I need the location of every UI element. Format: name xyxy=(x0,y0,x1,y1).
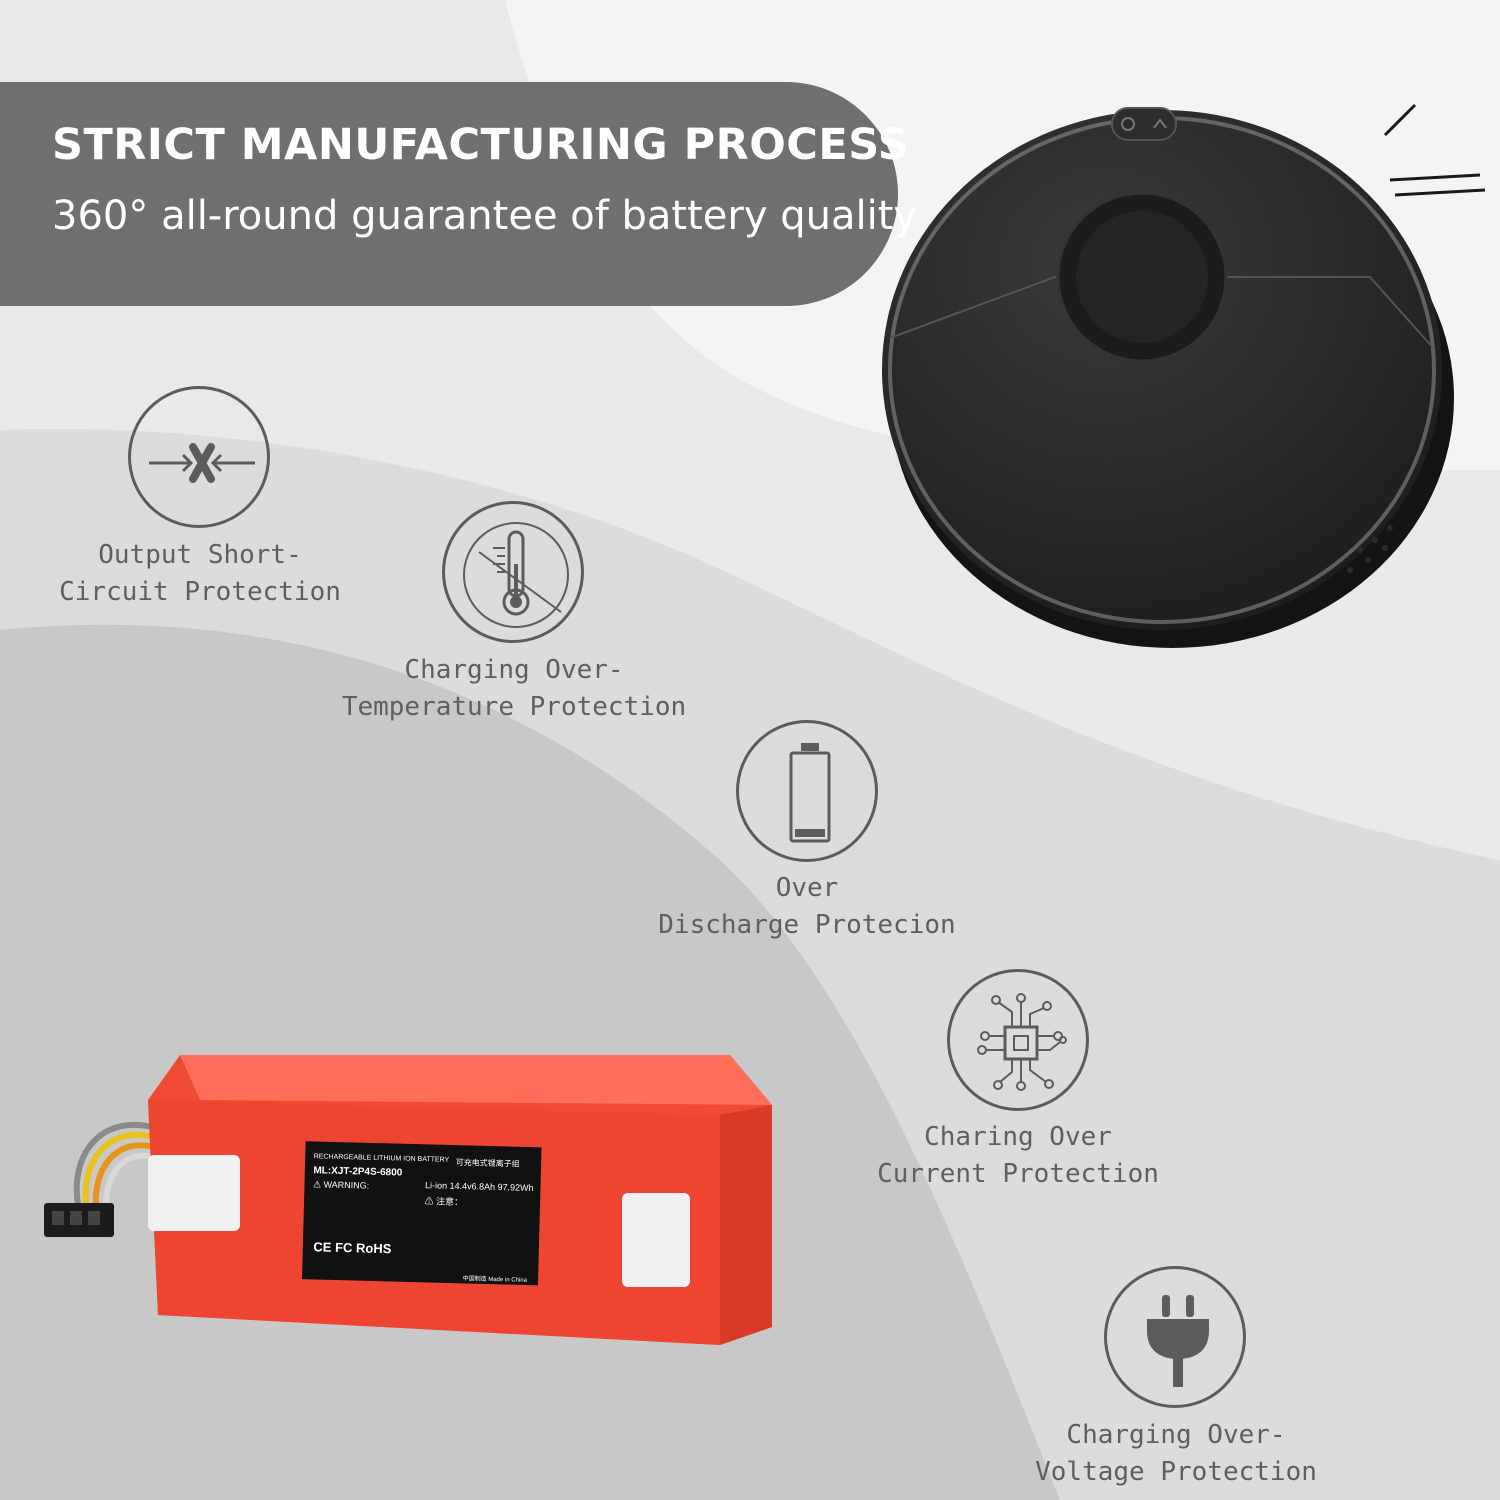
battery-label: RECHARGEABLE LITHIUM ION BATTERY 可充电式锂离子… xyxy=(302,1147,542,1291)
feature-label-line1: Output Short- xyxy=(98,540,302,570)
feature-label: Over Discharge Protecion xyxy=(607,870,1007,944)
feature-label-line1: Charging Over- xyxy=(404,655,624,685)
banner-title: STRICT MANUFACTURING PROCESS xyxy=(52,120,910,170)
battery-label-header-left: RECHARGEABLE LITHIUM ION BATTERY xyxy=(313,1153,450,1164)
battery-label-model: ML:XJT-2P4S-6800 xyxy=(313,1165,403,1179)
battery-pack-image xyxy=(44,1055,772,1345)
feature-label: Charging Over- Voltage Protection xyxy=(976,1417,1376,1491)
feature-label-line2: Discharge Protecion xyxy=(658,910,956,940)
feature-label: Charing Over Current Protection xyxy=(818,1119,1218,1193)
feature-label-line1: Charing Over xyxy=(924,1122,1112,1152)
feature-label-line2: Circuit Protection xyxy=(59,577,341,607)
low-battery-icon xyxy=(736,720,878,862)
battery-label-warning: ⚠ WARNING: xyxy=(312,1179,370,1191)
battery-label-made-in: 中国制造 Made in China xyxy=(462,1276,528,1284)
short-circuit-x-icon xyxy=(128,386,270,528)
thermometer-icon xyxy=(442,501,584,643)
battery-label-header-right: 可充电式锂离子组 xyxy=(455,1157,520,1169)
robot-vacuum-image xyxy=(882,103,1486,648)
feature-label-line2: Current Protection xyxy=(877,1159,1159,1189)
banner-subtitle: 360° all-round guarantee of battery qual… xyxy=(52,193,918,239)
feature-label: Output Short- Circuit Protection xyxy=(0,537,400,611)
chip-circuit-icon xyxy=(947,969,1089,1111)
header-banner xyxy=(0,82,898,306)
feature-label-line1: Charging Over- xyxy=(1066,1420,1286,1450)
battery-label-marks: CE FC RoHS xyxy=(313,1239,392,1257)
battery-label-spec: Li-ion 14.4v6.8Ah 97.92Wh xyxy=(424,1180,534,1193)
feature-label: Charging Over- Temperature Protection xyxy=(314,652,714,726)
power-plug-icon xyxy=(1104,1266,1246,1408)
feature-label-line2: Voltage Protection xyxy=(1035,1457,1317,1487)
battery-label-warning-cn: ⚠ 注意： xyxy=(424,1196,464,1208)
feature-label-line1: Over xyxy=(775,873,839,903)
feature-label-line2: Temperature Protection xyxy=(341,692,687,722)
